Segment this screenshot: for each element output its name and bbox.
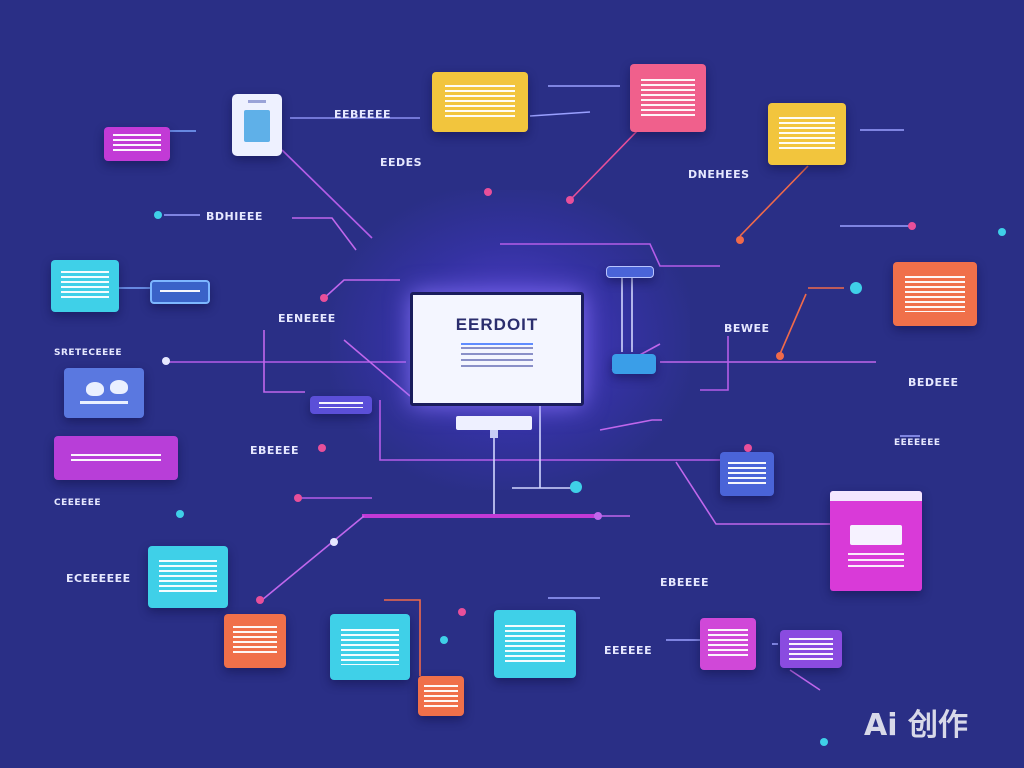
- label-left-1: BDHIEEE: [206, 210, 263, 223]
- pill-top-center[interactable]: [606, 266, 654, 278]
- pill-left[interactable]: [150, 280, 210, 304]
- label-top-right: DNEHEES: [688, 168, 750, 181]
- node-dot: [566, 196, 574, 204]
- label-right-1: BEWEE: [724, 322, 770, 335]
- monitor-stand-neck: [490, 430, 498, 438]
- node-dot: [736, 236, 744, 244]
- monitor-stand: [456, 416, 532, 430]
- card-pink-top[interactable]: [630, 64, 706, 132]
- card-yellow-top-right[interactable]: [768, 103, 846, 165]
- card-orange-bottom-small[interactable]: [418, 676, 464, 716]
- label-bottom-right: EBEEEE: [660, 576, 709, 589]
- card-orange-bottom[interactable]: [224, 614, 286, 668]
- node-dot: [908, 222, 916, 230]
- card-violet-bottom-right[interactable]: [780, 630, 842, 668]
- label-right-2: BEDEEE: [908, 376, 959, 389]
- browser-window-node[interactable]: [830, 491, 922, 591]
- card-cyan-bottom-left[interactable]: [148, 546, 228, 608]
- monitor-title: EERDOIT: [455, 315, 539, 334]
- node-dot: [776, 352, 784, 360]
- watermark: Ai 创作: [864, 708, 968, 743]
- node-dot: [176, 510, 184, 518]
- label-top-2: EEDES: [380, 156, 423, 169]
- label-center-left: EENEEEE: [278, 312, 336, 325]
- monitor-accent-bar: [461, 343, 533, 345]
- node-dot: [318, 444, 326, 452]
- card-cyan-bottom[interactable]: [330, 614, 410, 680]
- label-left-2: SRETECEEEE: [54, 348, 123, 358]
- node-dot: [320, 294, 328, 302]
- label-center-bottom-left: EBEEEE: [250, 444, 299, 457]
- photo-icon-tree: [110, 380, 128, 394]
- node-dot: [256, 596, 264, 604]
- label-top-1: EEBEEEE: [334, 108, 391, 121]
- browser-content-lines: [848, 553, 904, 567]
- card-orange-right[interactable]: [893, 262, 977, 326]
- card-yellow-top[interactable]: [432, 72, 528, 132]
- phone-node[interactable]: [232, 94, 282, 156]
- node-dot: [154, 211, 162, 219]
- card-purple-bottom-right[interactable]: [700, 618, 756, 670]
- label-right-3: EEEEEEE: [894, 438, 941, 448]
- label-left-3: CEEEEEE: [54, 498, 101, 508]
- browser-content-box: [850, 525, 902, 545]
- label-bottom-left: ECEEEEEE: [66, 572, 131, 585]
- pill-center-left[interactable]: [310, 396, 372, 414]
- monitor-text-lines: [461, 347, 533, 369]
- node-dot: [850, 282, 862, 294]
- browser-window-icon: [830, 491, 922, 501]
- node-dot: [330, 538, 338, 546]
- card-blue-right[interactable]: [720, 452, 774, 496]
- node-dot: [820, 738, 828, 746]
- card-cyan-left[interactable]: [51, 260, 119, 312]
- node-dot: [998, 228, 1006, 236]
- node-dot: [594, 512, 602, 520]
- label-bottom-center: EEEEEE: [604, 644, 653, 657]
- node-dot: [570, 481, 582, 493]
- node-dot: [744, 444, 752, 452]
- node-dot: [458, 608, 466, 616]
- pill-center-right[interactable]: [612, 354, 656, 374]
- monitor-icon[interactable]: EERDOIT: [410, 292, 584, 406]
- phone-speaker: [248, 100, 266, 103]
- photo-node[interactable]: [64, 368, 144, 418]
- card-cyan-bottom-center[interactable]: [494, 610, 576, 678]
- photo-ground: [80, 401, 128, 404]
- node-dot: [484, 188, 492, 196]
- photo-icon: [86, 382, 104, 396]
- card-purple-left[interactable]: [54, 436, 178, 480]
- phone-icon: [244, 110, 270, 142]
- node-dot: [440, 636, 448, 644]
- node-dot: [294, 494, 302, 502]
- card-purple-top-left[interactable]: [104, 127, 170, 161]
- node-dot: [162, 357, 170, 365]
